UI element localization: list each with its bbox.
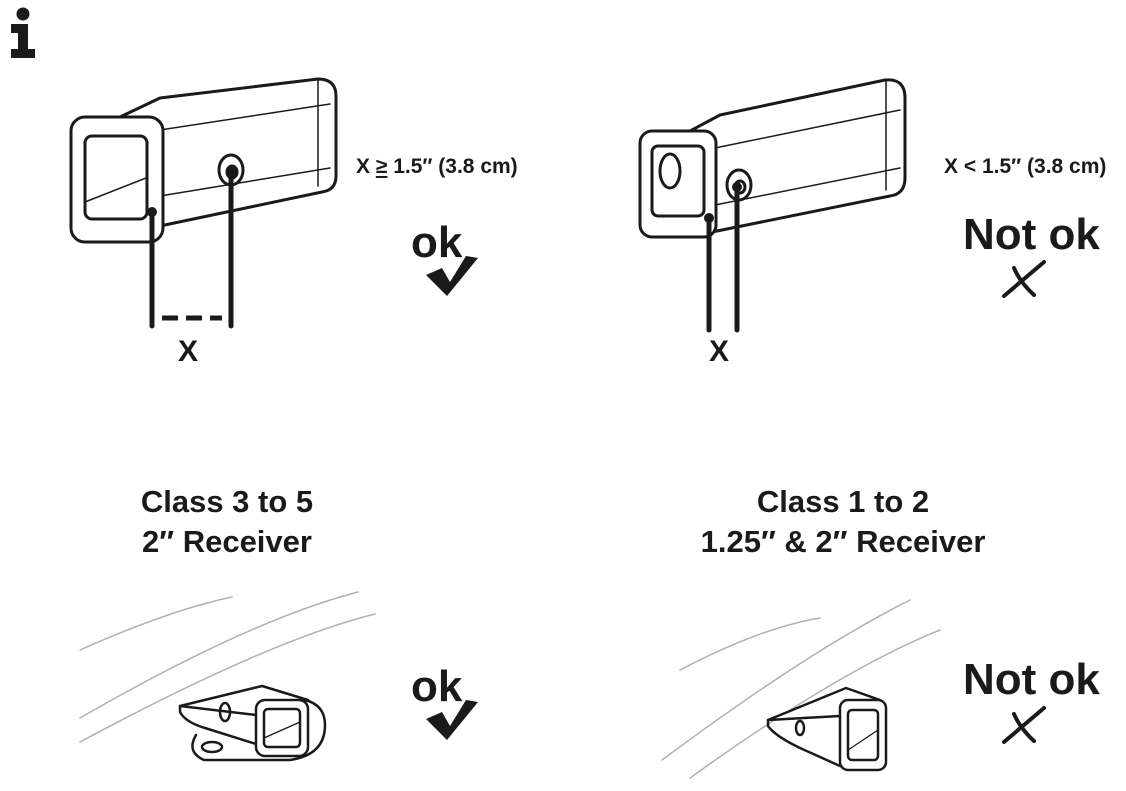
distance-x-label: X bbox=[178, 335, 199, 368]
distance-x-label: X bbox=[709, 335, 730, 368]
verdict-not-ok-label: Not ok bbox=[963, 210, 1100, 259]
class-3-to-5-heading: Class 3 to 5 2″ Receiver bbox=[97, 482, 357, 562]
heading-line: 2″ Receiver bbox=[142, 524, 312, 559]
verdict-not-ok-label: Not ok bbox=[963, 655, 1100, 704]
heading-line: Class 3 to 5 bbox=[140, 484, 314, 519]
heading-line: Class 1 to 2 bbox=[756, 484, 930, 519]
heading-line: 1.25″ & 2″ Receiver bbox=[700, 524, 986, 559]
verdict-ok-label: ok bbox=[411, 662, 463, 711]
class-1-to-2-heading: Class 1 to 2 1.25″ & 2″ Receiver bbox=[668, 482, 1018, 562]
verdict-ok-label: ok bbox=[411, 218, 463, 267]
measurement-label-ok: X ≥ 1.5″ (3.8 cm) bbox=[356, 155, 518, 178]
measurement-label-not-ok: X < 1.5″ (3.8 cm) bbox=[944, 155, 1107, 178]
info-icon bbox=[11, 7, 35, 58]
